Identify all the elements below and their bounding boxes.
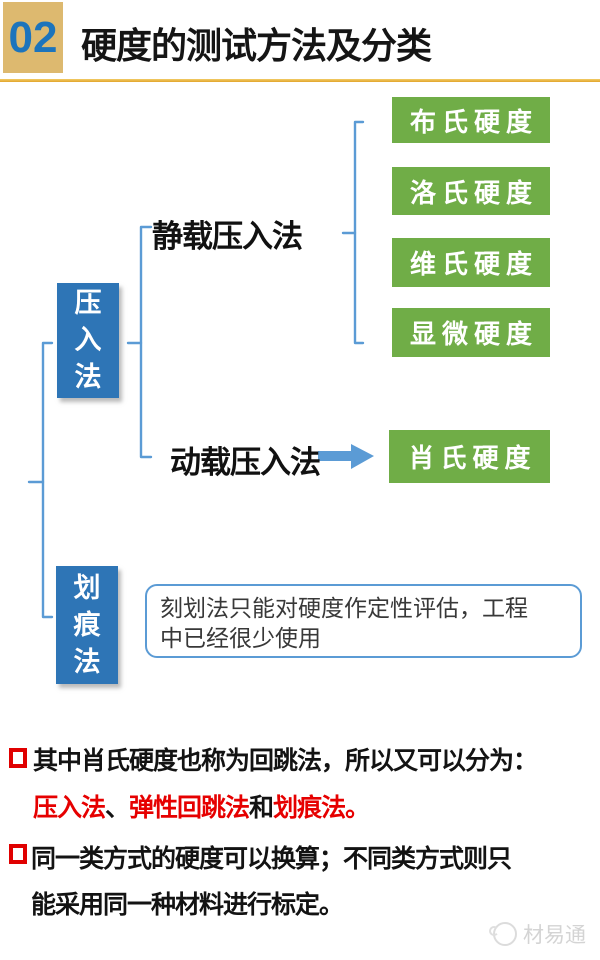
scratch-note-box: 刻划法只能对硬度作定性评估，工程 中已经很少使用 [145, 584, 582, 658]
micro-hardness-box: 显微硬度 [392, 308, 550, 357]
inner-bracket-line [139, 225, 153, 459]
watermark: 材易通 [489, 919, 586, 949]
section-number: 02 [8, 12, 58, 62]
bullet1-line2: 压入法、弹性回跳法和划痕法。 [33, 788, 370, 824]
bullet1-seg-indentation: 压入法 [33, 794, 106, 822]
indentation-method-label: 压入法 [74, 288, 102, 392]
bullet1-seg-scratch: 划痕法。 [273, 794, 370, 822]
header-divider [0, 79, 600, 82]
static-indentation-label: 静载压入法 [152, 219, 303, 254]
scratch-method-label: 划痕法 [73, 572, 101, 677]
arrow-icon [318, 444, 374, 469]
scratch-method-box: 划痕法 [56, 566, 118, 684]
watermark-text: 材易通 [523, 924, 586, 947]
outer-bracket-line [41, 341, 54, 619]
vickers-hardness-box: 维氏硬度 [392, 238, 550, 287]
right-bracket-line [353, 120, 365, 345]
page-title: 硬度的测试方法及分类 [81, 25, 432, 66]
bullet2-line2: 能采用同一种材料进行标定。 [31, 891, 344, 919]
scratch-note-line2: 中已经很少使用 [160, 625, 321, 651]
shore-hardness-box: 肖氏硬度 [389, 430, 550, 483]
indentation-method-box: 压入法 [57, 283, 119, 398]
rockwell-hardness-box: 洛氏硬度 [392, 167, 550, 215]
watermark-logo-icon [489, 922, 517, 946]
bullet1-seg-and: 和 [249, 794, 274, 822]
dynamic-indentation-label: 动载压入法 [170, 445, 321, 480]
bullet1-seg-comma: 、 [105, 794, 130, 822]
bullet1-line1: 其中肖氏硬度也称为回跳法，所以又可以分为： [33, 747, 538, 775]
bullet-square-icon [9, 748, 27, 768]
bullet-square-icon [9, 844, 27, 864]
section-number-box: 02 [3, 2, 63, 73]
scratch-note-line1: 刻划法只能对硬度作定性评估，工程 [160, 595, 528, 621]
brinell-hardness-box: 布氏硬度 [392, 97, 550, 143]
bullet2-line1: 同一类方式的硬度可以换算；不同类方式则只 [31, 845, 512, 873]
bullet1-seg-rebound: 弹性回跳法 [129, 794, 250, 822]
